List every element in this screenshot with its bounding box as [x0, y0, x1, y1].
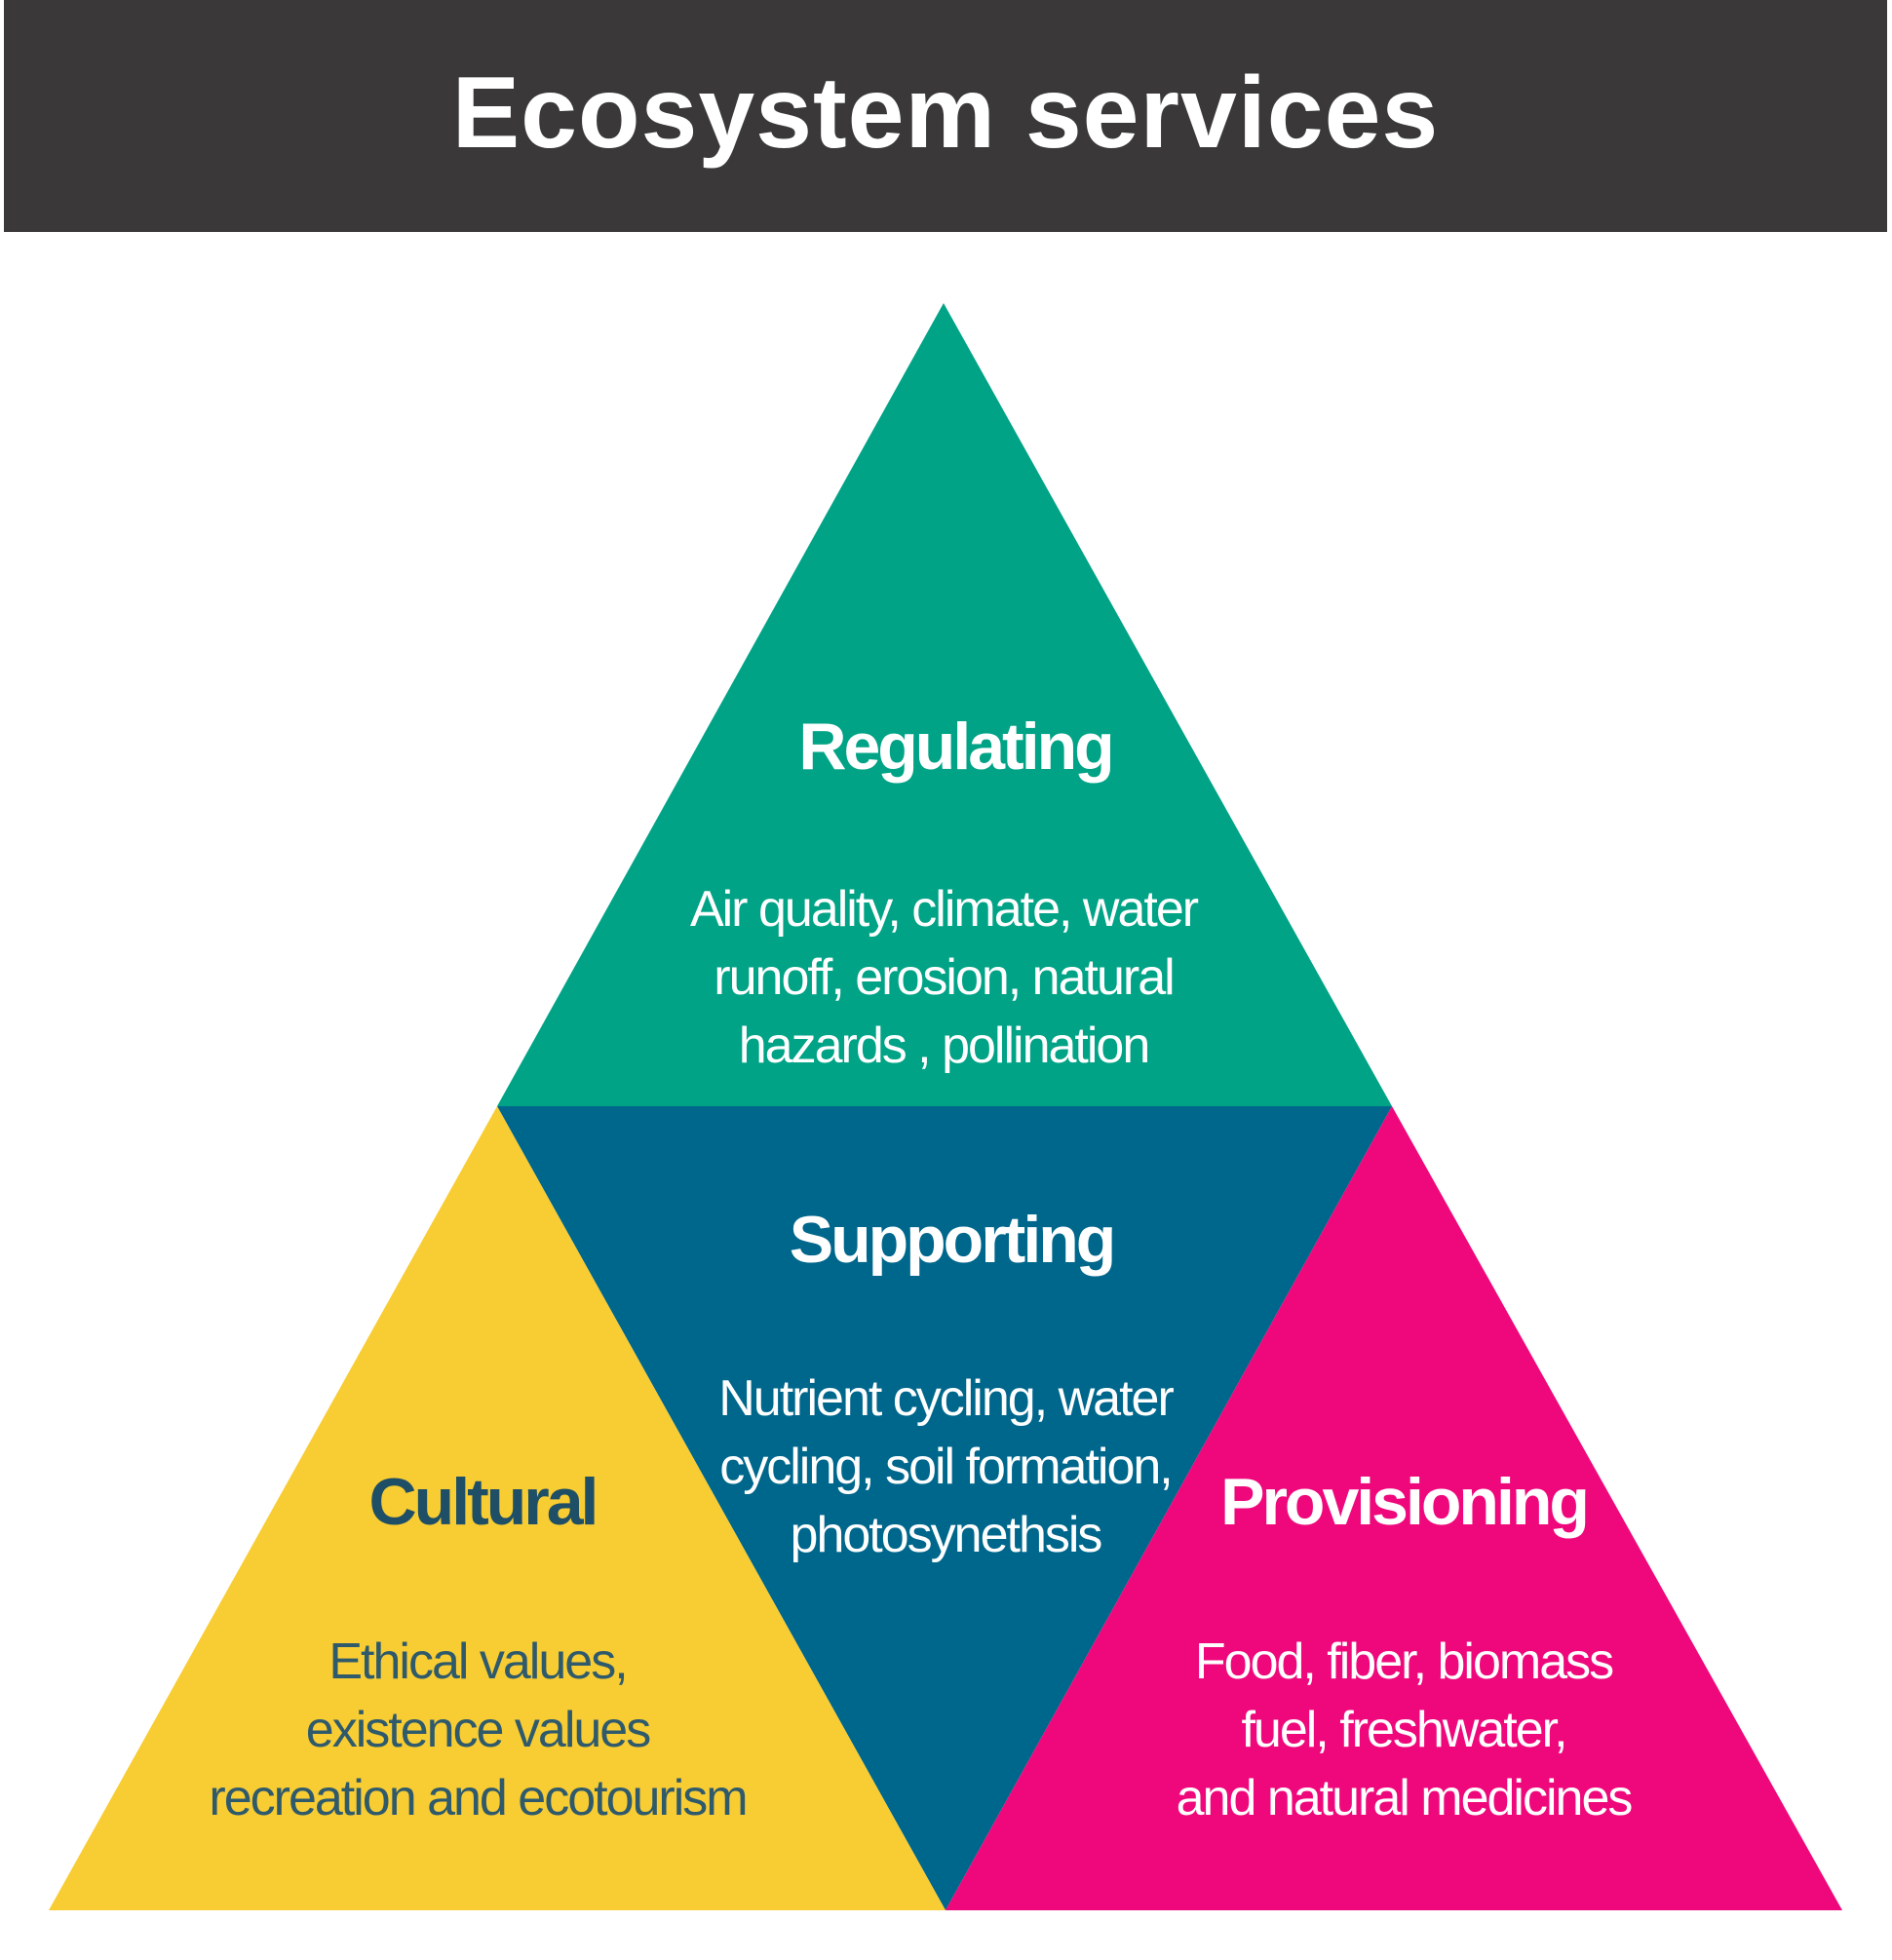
diagram-title: Ecosystem services — [451, 57, 1440, 170]
provisioning-triangle — [946, 1106, 1842, 1910]
supporting-heading: Supporting — [789, 1203, 1117, 1277]
cultural-triangle — [49, 1106, 946, 1910]
supporting-description: Nutrient cycling, water cycling, soil fo… — [718, 1370, 1175, 1563]
regulating-heading: Regulating — [798, 710, 1114, 784]
title-bar: Ecosystem services — [4, 0, 1887, 232]
supporting-triangle — [497, 1106, 1392, 1910]
cultural-description: Ethical values, existence values recreat… — [209, 1633, 748, 1826]
provisioning-heading: Provisioning — [1220, 1465, 1590, 1539]
provisioning-description: Food, fiber, biomass fuel, freshwater, a… — [1176, 1633, 1634, 1826]
regulating-description: Air quality, climate, water runoff, eros… — [689, 881, 1199, 1074]
cultural-heading: Cultural — [368, 1465, 599, 1539]
regulating-triangle — [497, 303, 1392, 1106]
